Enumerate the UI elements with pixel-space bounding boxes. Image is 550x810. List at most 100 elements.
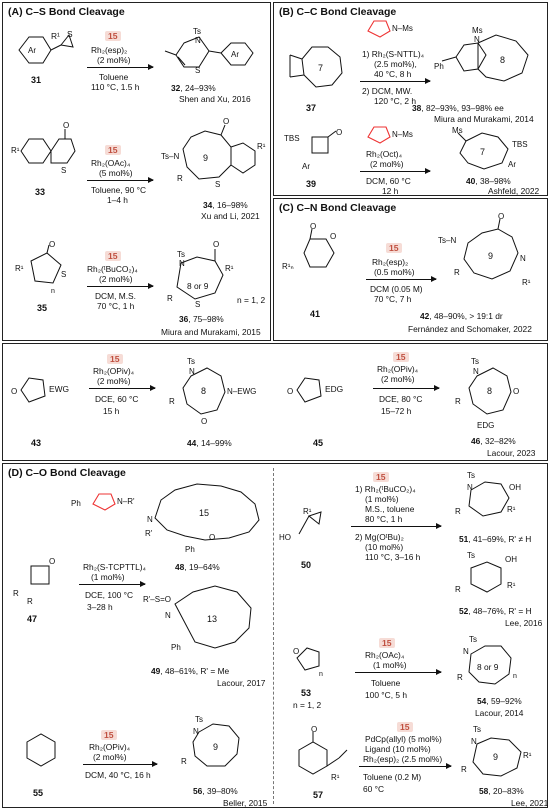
- product-label: 38, 82–93%, 93–98% ee: [412, 103, 504, 113]
- svg-text:N: N: [189, 367, 195, 376]
- condition: 1) Rh₂(S-NTTL)₄: [362, 49, 425, 59]
- compound-34: 34: [203, 200, 213, 210]
- yield: , 41–69%, R' ≠ H: [468, 534, 532, 544]
- product-label: 44, 14–99%: [187, 438, 232, 448]
- panel-cs-cleavage: (A) C–S Bond Cleavage Ar S R¹ 31 15 Rh₂(…: [2, 2, 271, 341]
- condition: M.S., toluene: [365, 504, 415, 514]
- compound-48: 48: [175, 562, 185, 572]
- svg-text:R: R: [177, 174, 183, 183]
- svg-text:O: O: [513, 387, 519, 396]
- condition: 110 °C, 1.5 h: [91, 82, 140, 92]
- svg-text:S: S: [195, 66, 200, 75]
- svg-text:N: N: [193, 727, 199, 736]
- compound-33: 33: [35, 187, 46, 197]
- svg-text:OH: OH: [509, 483, 521, 492]
- product-label: 49, 48–61%, R' = Me: [151, 666, 229, 676]
- condition: 12 h: [382, 186, 399, 196]
- condition: Ligand (10 mol%): [365, 744, 431, 754]
- condition: (1 mol%): [373, 660, 407, 670]
- divider: [273, 468, 274, 804]
- condition: (5 mol%): [99, 168, 133, 178]
- catalyst-15: 15: [101, 730, 117, 740]
- reaction-arrow: [87, 177, 154, 183]
- ring-size: 8 or 9: [187, 281, 209, 291]
- yield: , 82–93%, 93–98% ee: [421, 103, 504, 113]
- product-label: 51, 41–69%, R' ≠ H: [459, 534, 531, 544]
- svg-text:Ph: Ph: [185, 545, 195, 554]
- reference: Miura and Murakami, 2015: [161, 327, 261, 337]
- reference: Fernández and Schomaker, 2022: [408, 324, 532, 334]
- svg-text:R: R: [455, 585, 461, 594]
- reference: Beller, 2015: [223, 798, 268, 808]
- panel-title: (D) C–O Bond Cleavage: [8, 467, 126, 479]
- condition: PdCp(allyl) (5 mol%): [365, 734, 442, 744]
- reaction-arrow: [366, 276, 437, 282]
- compound-41: 41: [310, 309, 321, 319]
- note: n = 1, 2: [237, 295, 266, 305]
- svg-text:O: O: [293, 647, 299, 656]
- condition: Rh₂(OPiv)₄: [93, 366, 135, 376]
- condition: DCM (0.05 M): [370, 284, 423, 294]
- svg-text:O: O: [213, 240, 219, 249]
- condition: Rh₂(esp)₂ (2.5 mol%): [363, 754, 443, 764]
- product-label: 58, 20–83%: [479, 786, 524, 796]
- molecule-36: O Ts N S R¹ R: [159, 240, 249, 326]
- molecule-41: O O R¹ₙ: [282, 222, 352, 300]
- molecule-50: R¹ HO: [279, 504, 339, 559]
- reaction-arrow: [89, 385, 156, 391]
- svg-text:TBS: TBS: [284, 134, 300, 143]
- product-label: 48, 19–64%: [175, 562, 220, 572]
- product-label: 32, 24–93%: [171, 83, 216, 93]
- svg-text:Ph: Ph: [71, 499, 81, 508]
- reaction-arrow: [351, 523, 442, 529]
- svg-text:R¹: R¹: [257, 142, 266, 151]
- yield: , 38–98%: [475, 176, 511, 186]
- condition: (0.5 mol%): [374, 267, 415, 277]
- svg-text:S: S: [195, 300, 200, 309]
- compound-42: 42: [420, 311, 430, 321]
- condition: Toluene: [99, 72, 129, 82]
- s-atom: S: [67, 29, 73, 39]
- yield: , 48–90%, > 19:1 dr: [429, 311, 503, 321]
- yield: , 20–83%: [488, 786, 524, 796]
- svg-text:Ms: Ms: [472, 26, 483, 35]
- svg-text:Ts: Ts: [177, 250, 185, 259]
- svg-text:n: n: [319, 671, 323, 678]
- molecule-44: Ts N N–EWG O R 8: [161, 352, 261, 447]
- molecule-53: O n: [285, 640, 335, 689]
- molecule-48: N R' O Ph 15: [145, 478, 271, 563]
- catalyst-15: 15: [107, 354, 123, 364]
- molecule-45: O: [287, 370, 357, 415]
- r1-label: R¹: [51, 31, 60, 41]
- molecule-46: Ts N EDG O R 8: [447, 352, 547, 447]
- compound-32: 32: [171, 83, 181, 93]
- svg-text:Ts: Ts: [193, 27, 201, 36]
- product-label: 34, 16–98%: [203, 200, 248, 210]
- reference: Shen and Xu, 2016: [179, 94, 251, 104]
- svg-text:N: N: [147, 515, 153, 524]
- condition: (1 mol%): [365, 494, 399, 504]
- compound-35: 35: [37, 303, 48, 313]
- svg-text:HO: HO: [279, 533, 291, 542]
- catalyst-15: 15: [105, 145, 121, 155]
- condition: DCM, M.S.: [95, 291, 136, 301]
- yield: , 24–93%: [180, 83, 216, 93]
- svg-text:R: R: [457, 673, 463, 682]
- molecule-39: O TBS Ar: [282, 128, 352, 184]
- condition: Toluene, 90 °C: [91, 185, 147, 195]
- condition: 15 h: [103, 406, 120, 416]
- condition: Rh₂(OPiv)₄: [89, 742, 131, 752]
- molecule-37: 7: [282, 39, 352, 104]
- condition: (2 mol%): [97, 55, 131, 65]
- product-label: 56, 39–80%: [193, 786, 238, 796]
- svg-text:Ts: Ts: [471, 357, 479, 366]
- svg-text:Ph: Ph: [171, 643, 181, 652]
- svg-text:O: O: [49, 240, 55, 249]
- svg-text:Ph: Ph: [434, 62, 444, 71]
- svg-text:N: N: [473, 367, 479, 376]
- svg-text:O: O: [336, 128, 342, 137]
- note: n = 1, 2: [293, 700, 322, 710]
- svg-text:Ar: Ar: [28, 46, 36, 55]
- molecule-57: O R¹: [283, 725, 353, 795]
- svg-text:R: R: [13, 589, 19, 598]
